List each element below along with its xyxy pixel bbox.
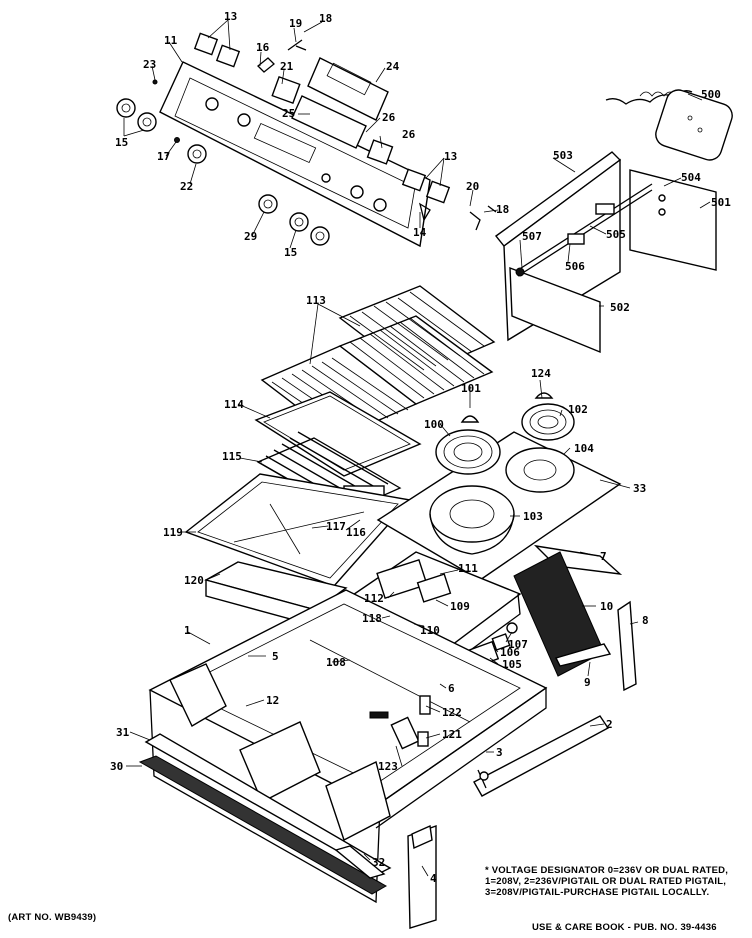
callout-22: 22	[180, 180, 193, 193]
drip-bowls	[429, 447, 575, 555]
callout-26: 26	[382, 111, 396, 124]
front-trim-strips	[138, 733, 392, 895]
callout-112: 112	[364, 592, 384, 605]
callout-111: 111	[458, 562, 478, 575]
control-knobs	[116, 79, 330, 246]
art-number: (ART NO. WB9439)	[8, 912, 97, 923]
callout-500: 500	[701, 88, 721, 101]
callout-labels: 13 19 18 11 16 23 21 24 500 25 26 15 17 …	[110, 10, 731, 885]
callout-11: 11	[164, 34, 178, 47]
callout-6: 6	[448, 682, 455, 695]
callout-109: 109	[450, 600, 470, 613]
callout-104: 104	[574, 442, 594, 455]
callout-110: 110	[420, 624, 440, 637]
callout-3: 3	[496, 746, 503, 759]
callout-107: 107	[508, 638, 528, 651]
switches-and-clock	[193, 32, 497, 231]
callout-13: 13	[224, 10, 237, 23]
callout-5: 5	[272, 650, 279, 663]
callout-506: 506	[565, 260, 585, 273]
callout-20: 20	[466, 180, 479, 193]
side-vent-grille	[513, 544, 637, 692]
callout-26: 26	[402, 128, 416, 141]
callout-108: 108	[326, 656, 346, 669]
callout-31: 31	[116, 726, 130, 739]
callout-23: 23	[143, 58, 156, 71]
callout-119: 119	[163, 526, 183, 539]
callout-13: 13	[444, 150, 457, 163]
callout-24: 24	[386, 60, 400, 73]
callout-113: 113	[306, 294, 326, 307]
callout-4: 4	[430, 872, 437, 885]
thermostat-bracket-assembly	[494, 89, 733, 354]
callout-17: 17	[157, 150, 170, 163]
leader-lines	[123, 19, 711, 877]
callout-30: 30	[110, 760, 123, 773]
callout-29: 29	[244, 230, 257, 243]
callout-33: 33	[633, 482, 646, 495]
publication-number: USE & CARE BOOK - PUB. NO. 39-4436	[532, 922, 717, 933]
grill-pan-and-tray	[184, 473, 412, 627]
callout-15: 15	[115, 136, 128, 149]
callout-1: 1	[184, 624, 191, 637]
callout-105: 105	[502, 658, 522, 671]
callout-118: 118	[362, 612, 382, 625]
callout-14: 14	[413, 226, 427, 239]
callout-102: 102	[568, 403, 588, 416]
callout-124: 124	[531, 367, 551, 380]
callout-117: 117	[326, 520, 346, 533]
callout-2: 2	[606, 718, 613, 731]
callout-21: 21	[280, 60, 294, 73]
callout-10: 10	[600, 600, 613, 613]
callout-501: 501	[711, 196, 731, 209]
callout-32: 32	[372, 856, 385, 869]
callout-123: 123	[378, 760, 398, 773]
callout-12: 12	[266, 694, 279, 707]
callout-25: 25	[282, 107, 295, 120]
callout-19: 19	[289, 17, 302, 30]
callout-120: 120	[184, 574, 204, 587]
callout-106: 106	[500, 646, 520, 659]
cooktop-surface	[376, 392, 622, 581]
callout-504: 504	[681, 171, 701, 184]
callout-100: 100	[424, 418, 444, 431]
range-body	[148, 589, 548, 904]
burner-elements	[435, 392, 575, 475]
callout-8: 8	[642, 614, 649, 627]
callout-15: 15	[284, 246, 297, 259]
side-panels	[407, 715, 610, 929]
callout-502: 502	[610, 301, 630, 314]
callout-18: 18	[319, 12, 332, 25]
callout-116: 116	[346, 526, 366, 539]
callout-7: 7	[600, 550, 607, 563]
callout-505: 505	[606, 228, 626, 241]
callout-103: 103	[523, 510, 543, 523]
callout-503: 503	[553, 149, 573, 162]
callout-114: 114	[224, 398, 244, 411]
callout-101: 101	[461, 382, 481, 395]
callout-115: 115	[222, 450, 242, 463]
callout-18: 18	[496, 203, 509, 216]
callout-507: 507	[522, 230, 542, 243]
callout-121: 121	[442, 728, 462, 741]
callout-16: 16	[256, 41, 270, 54]
callout-9: 9	[584, 676, 591, 689]
callout-122: 122	[442, 706, 462, 719]
voltage-designator-note: * VOLTAGE DESIGNATOR 0=236V OR DUAL RATE…	[485, 865, 729, 898]
